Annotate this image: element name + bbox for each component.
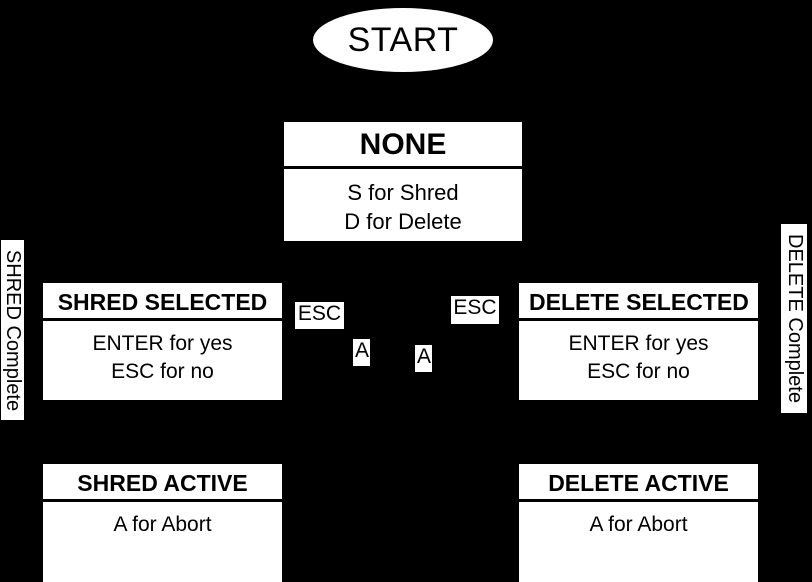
- edge-label-shred-complete-text: SHRED Complete: [2, 249, 25, 411]
- edge-label-shred-complete: SHRED Complete: [1, 240, 24, 420]
- state-body-shred-active: A for Abort: [113, 513, 212, 537]
- start-node[interactable]: START: [313, 8, 493, 72]
- connector-delete-selected-to-delete-active: [636, 400, 639, 464]
- connector-shred-active-abort-return: [282, 352, 364, 355]
- connector-delete-complete-return: [792, 413, 795, 490]
- state-node-none[interactable]: NONE S for Shred D for Delete: [284, 122, 522, 241]
- connector-shred-complete-return: [12, 420, 15, 490]
- connector-start-to-none: [401, 72, 404, 122]
- state-body-delete-active: A for Abort: [589, 513, 688, 537]
- state-title-delete-selected: DELETE SELECTED: [519, 283, 758, 322]
- state-node-delete-selected[interactable]: DELETE SELECTED ENTER for yes ESC for no: [519, 283, 758, 400]
- state-title-none: NONE: [284, 122, 522, 169]
- edge-label-delete-active-abort: A: [415, 345, 432, 372]
- edge-label-delete-complete: DELETE Complete: [781, 224, 807, 413]
- state-title-shred-active: SHRED ACTIVE: [43, 464, 282, 503]
- connector-delete-active-abort-return: [424, 360, 520, 363]
- edge-label-shred-active-abort: A: [353, 339, 370, 366]
- state-node-shred-selected[interactable]: SHRED SELECTED ENTER for yes ESC for no: [43, 283, 282, 400]
- edge-label-shred-selected-esc: ESC: [295, 302, 344, 329]
- state-body-shred-selected: ENTER for yes ESC for no: [92, 332, 233, 384]
- state-node-shred-active[interactable]: SHRED ACTIVE A for Abort: [43, 464, 282, 582]
- edge-label-delete-complete-text: DELETE Complete: [783, 234, 806, 403]
- state-title-shred-selected: SHRED SELECTED: [43, 283, 282, 322]
- connector-shred-selected-to-shred-active: [160, 400, 163, 464]
- state-node-delete-active[interactable]: DELETE ACTIVE A for Abort: [519, 464, 758, 582]
- start-node-label: START: [347, 21, 459, 59]
- connector-none-to-delete-selected: [636, 241, 639, 283]
- state-title-delete-active: DELETE ACTIVE: [519, 464, 758, 503]
- state-body-none: S for Shred D for Delete: [344, 179, 462, 234]
- edge-label-delete-selected-esc: ESC: [451, 296, 499, 324]
- connector-none-to-shred-selected: [160, 241, 163, 283]
- state-body-delete-selected: ENTER for yes ESC for no: [568, 332, 709, 384]
